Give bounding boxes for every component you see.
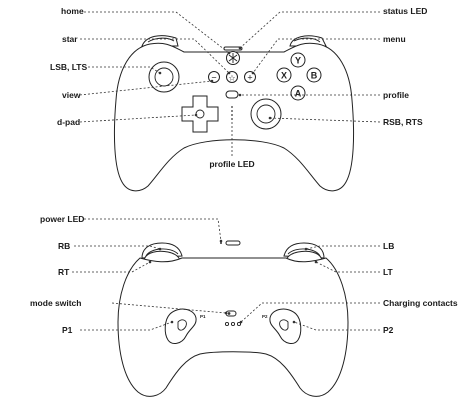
label-charging-contacts: Charging contacts xyxy=(383,298,458,308)
profile-led-3 xyxy=(231,114,233,116)
minus-glyph: − xyxy=(211,73,216,83)
minus-button xyxy=(208,71,220,83)
label-rsb-rts: RSB, RTS xyxy=(383,117,423,127)
b-button xyxy=(306,67,322,83)
label-rt: RT xyxy=(58,267,70,277)
front-controller: − ☆ + Y X B A xyxy=(113,35,355,192)
mode-switch xyxy=(225,310,237,317)
label-status-led: status LED xyxy=(383,6,428,16)
back-controller: P1 P2 xyxy=(117,240,349,397)
charging-contact-3 xyxy=(236,321,242,327)
y-label: Y xyxy=(295,56,301,66)
label-rb: RB xyxy=(58,241,71,251)
front-leader-lines xyxy=(79,11,381,157)
profile-led-4 xyxy=(231,118,233,120)
y-button xyxy=(290,52,306,68)
label-profile: profile xyxy=(383,90,409,100)
label-p2: P2 xyxy=(383,325,394,335)
charging-contact-1 xyxy=(224,321,230,327)
x-button xyxy=(276,67,292,83)
profile-led-2 xyxy=(231,110,233,112)
plus-glyph: + xyxy=(247,73,252,83)
label-lb: LB xyxy=(383,241,395,251)
a-label: A xyxy=(295,89,302,99)
status-led xyxy=(223,46,243,51)
p2-paddle xyxy=(269,308,302,344)
right-stick xyxy=(250,98,282,130)
label-p1: P1 xyxy=(62,325,73,335)
label-home: home xyxy=(61,6,84,16)
star-glyph: ☆ xyxy=(228,74,235,83)
label-view: view xyxy=(62,90,81,100)
back-leader-lines xyxy=(72,218,380,331)
power-led xyxy=(225,240,241,246)
label-dpad: d-pad xyxy=(57,117,81,127)
back-controller-body xyxy=(117,257,349,397)
label-power-led: power LED xyxy=(40,214,85,224)
x-label: X xyxy=(281,71,287,81)
b-label: B xyxy=(311,71,318,81)
dpad xyxy=(181,95,219,133)
left-stick xyxy=(148,61,180,93)
p1-paddle xyxy=(164,308,197,344)
label-lsb-lts: LSB, LTS xyxy=(50,62,88,72)
p1-paddle-mark: P1 xyxy=(200,314,206,319)
a-button xyxy=(290,85,306,101)
profile-led-1 xyxy=(231,106,233,108)
label-profile-led: profile LED xyxy=(209,159,255,169)
profile-button xyxy=(225,90,239,99)
p2-paddle-mark: P2 xyxy=(262,314,268,319)
label-mode-switch: mode switch xyxy=(30,298,82,308)
label-lt: LT xyxy=(383,267,393,277)
label-menu: menu xyxy=(383,34,406,44)
charging-contact-2 xyxy=(230,321,236,327)
label-star: star xyxy=(62,34,78,44)
